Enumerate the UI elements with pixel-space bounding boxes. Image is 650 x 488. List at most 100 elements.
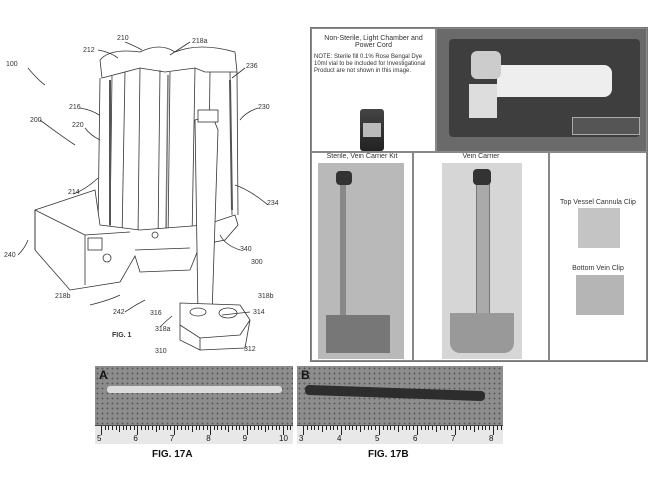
ruler-tick [195, 426, 197, 430]
ref-label: 318a [155, 326, 171, 333]
ruler-tick [162, 426, 164, 430]
sterile-kit-cell: Sterile, Vein Carrier Kit [311, 152, 413, 361]
ruler-tick [420, 426, 422, 430]
ruler-tick [242, 426, 244, 430]
top-clip-title: Top Vessel Cannula Clip [560, 199, 636, 206]
ref-label: 214 [68, 189, 80, 196]
ruler-tick [122, 426, 124, 430]
ref-label: 210 [117, 35, 129, 42]
ruler-tick [155, 426, 157, 432]
ruler-tick [246, 426, 248, 435]
ref-label: 310 [155, 348, 167, 355]
ruler-tick [470, 426, 472, 430]
ruler-tick [485, 426, 487, 430]
ruler-tick [439, 426, 441, 430]
ruler-tick [279, 426, 281, 430]
ruler-tick [177, 426, 179, 430]
ruler-tick [367, 426, 369, 430]
ruler-tick [206, 426, 208, 430]
clips-cell: Top Vessel Cannula Clip Bottom Vein Clip [549, 152, 647, 361]
ruler-tick [455, 426, 456, 435]
sterile-kit-title: Sterile, Vein Carrier Kit [326, 153, 398, 160]
ruler-tick [474, 426, 475, 432]
ruler-tick [141, 426, 143, 430]
ruler-number: 5 [375, 434, 380, 443]
panel-letter: A [99, 368, 108, 382]
ruler-tick [101, 426, 102, 435]
ruler-tick [409, 426, 411, 430]
ruler-tick [390, 426, 392, 430]
ruler-tick [306, 426, 308, 430]
fig-17a-caption: FIG. 17A [152, 449, 193, 460]
bottom-clip-photo [576, 275, 624, 315]
ruler-tick [253, 426, 255, 430]
ruler-tick [268, 426, 270, 430]
ruler-tick [386, 426, 388, 430]
carrying-case-photo [436, 28, 647, 152]
kit-photo-grid: Non-Sterile, Light Chamber and Power Cor… [310, 27, 648, 362]
ruler-tick [398, 426, 399, 432]
ruler-tick [314, 426, 316, 430]
ruler-tick [303, 426, 304, 435]
fig-1-drawing: 100 210 212 218a 236 216 230 200 220 214… [0, 20, 310, 360]
fig-17b-caption: FIG. 17B [368, 449, 409, 460]
ruler-tick [290, 426, 292, 430]
ruler-tick [424, 426, 426, 430]
ruler-tick [170, 426, 172, 430]
ruler-tick [394, 426, 396, 430]
ruler-tick [371, 426, 373, 430]
ruler-tick [224, 426, 226, 430]
ruler-tick [401, 426, 403, 430]
ruler-tick [496, 426, 498, 430]
ruler-tick [443, 426, 445, 430]
ruler-tick [417, 426, 418, 435]
ruler-tick [283, 426, 284, 435]
ruler-tick [181, 426, 183, 430]
ref-label: 300 [251, 259, 263, 266]
ruler-number: 6 [413, 434, 418, 443]
dye-note: NOTE: Sterile fill 0.1% Rose Bengal Dye … [314, 54, 426, 75]
ruler-tick [151, 426, 153, 430]
ruler-tick [235, 426, 237, 430]
ruler-tick [436, 426, 437, 432]
ruler-tick [428, 426, 430, 430]
ruler-number: 7 [169, 434, 175, 443]
ruler-tick [115, 426, 117, 430]
ruler-tick [405, 426, 407, 430]
ref-label: 314 [253, 309, 265, 316]
ref-label: 340 [240, 246, 252, 253]
ruler-tick [451, 426, 453, 430]
ruler-tick [228, 426, 230, 432]
ref-label: 316 [150, 310, 162, 317]
ruler-tick [213, 426, 215, 430]
ruler-tick [239, 426, 241, 430]
ruler-tick [166, 426, 168, 430]
ruler-tick [221, 426, 223, 430]
ruler-tick [489, 426, 491, 430]
ruler-tick [379, 426, 380, 435]
ruler-tick [352, 426, 354, 430]
ruler-tick [257, 426, 259, 430]
ref-label: 212 [83, 47, 95, 54]
ruler-tick [184, 426, 186, 430]
ruler-tick [493, 426, 494, 435]
ruler-tick [119, 426, 121, 432]
ruler-tick [137, 426, 139, 435]
ruler-tick [286, 426, 288, 430]
light-chamber-drawing [17, 41, 269, 351]
ruler-tick [264, 426, 266, 432]
ruler-tick [159, 426, 161, 430]
ruler-number: 9 [242, 434, 248, 443]
stained-vein-sample [304, 384, 486, 402]
ruler-tick [250, 426, 252, 430]
panel-letter: B [301, 368, 310, 382]
ruler-tick [199, 426, 201, 430]
ruler-tick [348, 426, 350, 430]
ruler-tick [477, 426, 479, 430]
ruler-tick [148, 426, 150, 430]
ruler-tick [337, 426, 339, 430]
ruler-number: 6 [133, 434, 138, 443]
light-chamber-info-cell: Non-Sterile, Light Chamber and Power Cor… [311, 28, 436, 152]
